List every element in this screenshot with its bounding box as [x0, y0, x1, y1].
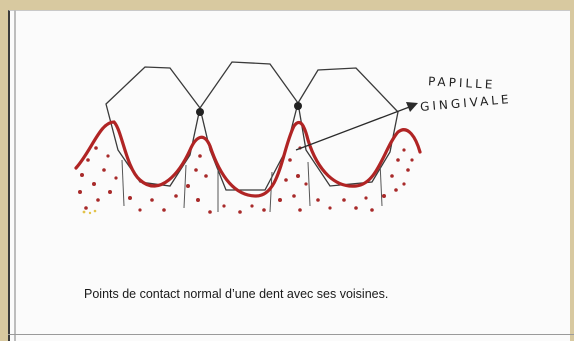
contact-point-right [294, 102, 302, 110]
gum-line [76, 122, 420, 196]
pencil-smudge [83, 210, 97, 215]
tooth-middle [200, 62, 298, 190]
figure-caption: Points de contact normal d’une dent avec… [84, 287, 388, 301]
tooth-right [298, 68, 398, 186]
contact-point-left [196, 108, 204, 116]
